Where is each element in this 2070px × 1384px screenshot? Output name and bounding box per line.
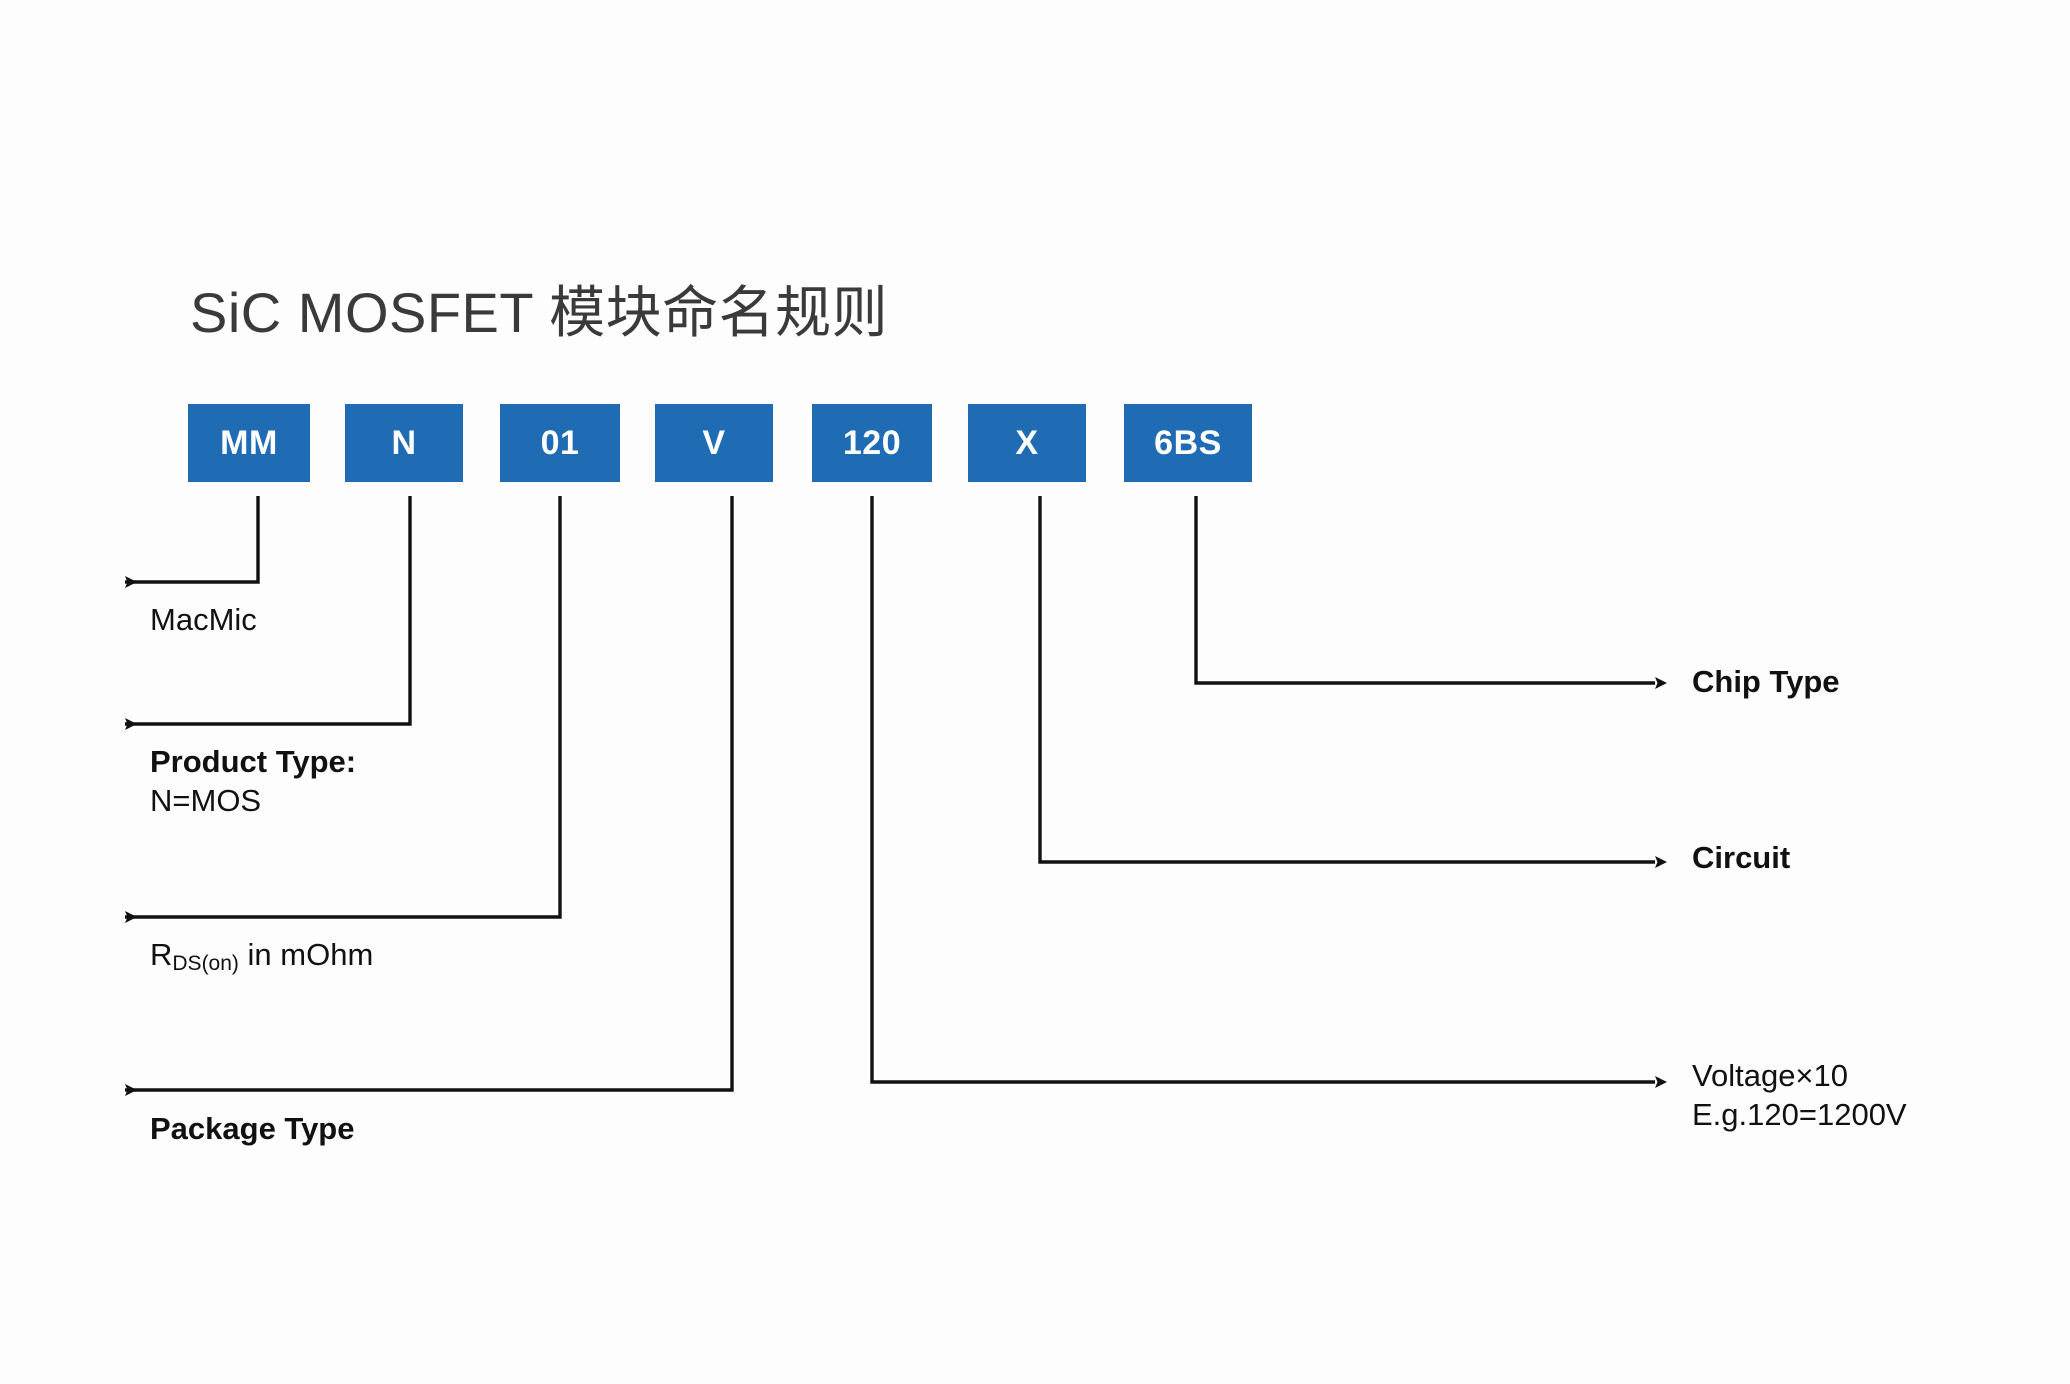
connector-package_type (125, 496, 734, 1096)
connector-circuit (1038, 496, 1667, 868)
code-segment-product_type[interactable]: N (345, 404, 463, 482)
callout-line-primary: Package Type (150, 1111, 355, 1146)
callout-line-primary: MacMic (150, 602, 257, 637)
callout-label-product_type: Product Type: N=MOS (150, 742, 356, 820)
connector-rds_on (125, 496, 562, 923)
callout-line-primary-rest: in mOhm (238, 937, 374, 972)
connector-chip_type (1194, 496, 1667, 689)
callout-label-rds_on: RDS(on) in mOhm (150, 935, 374, 975)
connector-product_type (125, 496, 412, 730)
callout-line-primary: Product Type: (150, 744, 357, 779)
callout-line-secondary: N=MOS (150, 783, 262, 819)
code-segment-manufacturer[interactable]: MM (188, 404, 310, 482)
callout-label-package_type: Package Type (150, 1109, 354, 1148)
callout-line-primary: Chip Type (1692, 664, 1840, 699)
code-segment-circuit[interactable]: X (968, 404, 1086, 482)
callout-line-primary: Circuit (1692, 840, 1791, 875)
callout-label-manufacturer: MacMic (150, 600, 257, 639)
callout-line-primary: Voltage×10 (1692, 1058, 1849, 1093)
connector-voltage (870, 496, 1667, 1088)
code-segment-rds_on[interactable]: 01 (500, 404, 620, 482)
callout-label-chip_type: Chip Type (1692, 662, 1840, 701)
code-segment-voltage[interactable]: 120 (812, 404, 932, 482)
callout-line-secondary: E.g.120=1200V (1692, 1097, 1907, 1133)
code-segment-package_type[interactable]: V (655, 404, 773, 482)
callout-label-circuit: Circuit (1692, 838, 1790, 877)
callout-line-primary: R (150, 937, 173, 972)
page-title: SiC MOSFET 模块命名规则 (190, 281, 889, 344)
code-segment-chip_type[interactable]: 6BS (1124, 404, 1252, 482)
connector-manufacturer (125, 496, 260, 588)
callout-subscript: DS(on) (172, 952, 239, 975)
